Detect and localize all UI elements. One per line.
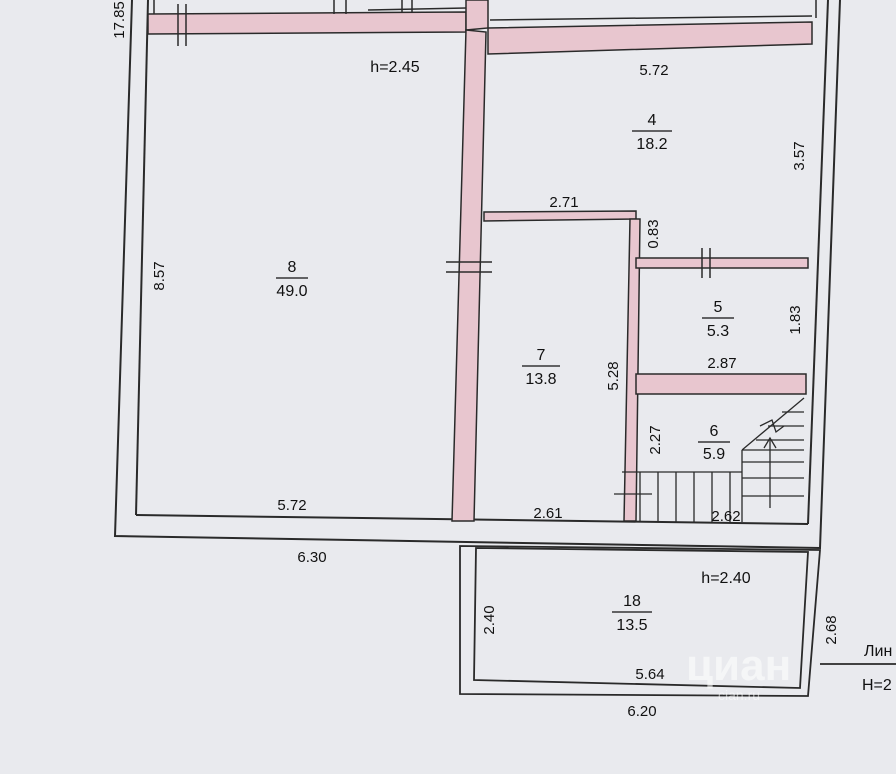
- dim-room6-depth: 2.27: [647, 425, 664, 454]
- partition-walls: [147, 0, 813, 522]
- dim-lower-outer-width: 6.20: [627, 703, 656, 720]
- room-5-number: 5: [714, 299, 723, 316]
- room-7-number: 7: [537, 347, 546, 364]
- room-18-area: 13.5: [616, 617, 647, 634]
- room-4-label: 4 18.2: [632, 112, 672, 153]
- dim-room8-width: 5.72: [277, 497, 306, 514]
- side-text-line2: H=2: [862, 677, 892, 694]
- ceiling-height-lower: h=2.40: [701, 570, 750, 587]
- dim-room18-width: 5.64: [635, 666, 664, 683]
- dim-outer-width: 6.30: [297, 549, 326, 566]
- room-18-label: 18 13.5: [612, 593, 652, 634]
- room-7-label: 7 13.8: [522, 347, 560, 388]
- side-text-line1: Лин: [864, 643, 892, 660]
- staircase: [614, 397, 805, 522]
- top-room-edges: [153, 0, 817, 21]
- room-6-number: 6: [710, 423, 719, 440]
- dimension-labels: 5.72 2.71 2.87 5.72 2.61 2.62 6.30 5.64 …: [111, 1, 840, 720]
- room-8-label: 8 49.0: [276, 259, 308, 300]
- room-6-area: 5.9: [703, 446, 725, 463]
- dim-total-depth: 17.85: [111, 1, 128, 39]
- room-5-area: 5.3: [707, 323, 729, 340]
- dim-room7-width: 2.61: [533, 505, 562, 522]
- room-18-number: 18: [623, 593, 641, 610]
- dim-room7-depth: 5.28: [605, 361, 622, 390]
- dim-room4-step: 0.83: [645, 219, 662, 248]
- room-7-area: 13.8: [525, 371, 556, 388]
- dim-room18-depth: 2.40: [481, 605, 498, 634]
- room-4-number: 4: [648, 112, 657, 129]
- watermark: циан cian.ru: [686, 641, 791, 703]
- dim-room5-depth: 1.83: [787, 305, 804, 334]
- dim-room8-depth: 8.57: [151, 261, 168, 290]
- ceiling-height-main: h=2.45: [370, 59, 419, 76]
- room-5-label: 5 5.3: [702, 299, 734, 340]
- dim-room5-width: 2.87: [707, 355, 736, 372]
- watermark-brand: циан: [686, 641, 791, 690]
- lower-block-walls: [459, 545, 896, 697]
- door-marks: [177, 4, 711, 278]
- dim-room4-depth: 3.57: [791, 141, 808, 170]
- room-6-label: 6 5.9: [698, 423, 730, 463]
- dim-room7-top: 2.71: [549, 194, 578, 211]
- dim-room6-width: 2.62: [711, 508, 740, 525]
- room-8-number: 8: [288, 259, 297, 276]
- room-8-area: 49.0: [276, 283, 307, 300]
- watermark-url: cian.ru: [718, 687, 760, 703]
- dim-lower-outer-depth: 2.68: [823, 615, 840, 644]
- dim-room4-width: 5.72: [639, 62, 668, 79]
- room-4-area: 18.2: [636, 136, 667, 153]
